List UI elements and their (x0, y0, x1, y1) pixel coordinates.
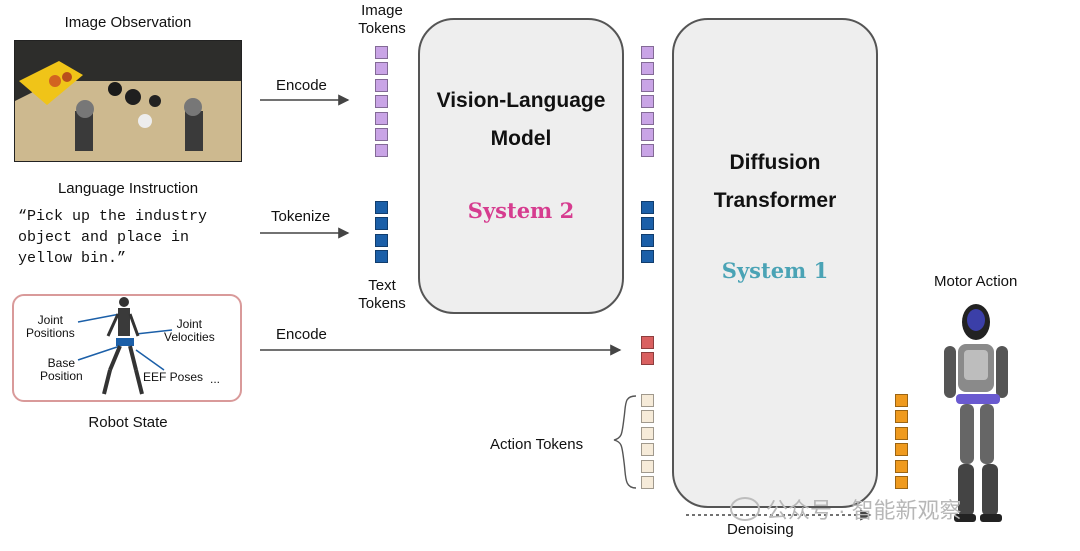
output-action-token (895, 394, 908, 407)
vlm-image-token-out (641, 95, 654, 109)
watermark: 公众号 · 智能新观察 (730, 493, 962, 525)
output-action-token (895, 443, 908, 457)
joint-positions-label: Joint Positions (26, 313, 75, 340)
joint-velocities-label: Joint Velocities (164, 317, 215, 344)
denoising-label: Denoising (727, 521, 794, 538)
diffusion-transformer-box: Diffusion Transformer System 1 (672, 18, 878, 508)
vlm-text-token-out (641, 233, 654, 247)
image-token (375, 62, 388, 76)
noisy-action-token (641, 410, 654, 424)
image-token (375, 111, 388, 125)
image-token (375, 144, 388, 158)
noisy-action-token (641, 443, 654, 457)
encode-image-label: Encode (276, 77, 327, 94)
action-tokens-label: Action Tokens (490, 436, 584, 453)
encode-state-label: Encode (276, 326, 327, 343)
base-position-label: Base Position (40, 356, 83, 383)
watermark-text: 公众号 · 智能新观察 (766, 498, 962, 523)
vision-language-model-box: Vision-Language Model System 2 (418, 18, 624, 314)
vlm-image-token-out (641, 144, 654, 158)
robot-state-ellipsis: ... (210, 372, 221, 386)
noisy-action-token (641, 476, 654, 489)
vlm-text-token-out (641, 250, 654, 264)
output-action-token (895, 426, 908, 440)
image-observation-photo (14, 40, 242, 162)
vlm-image-token-out (641, 62, 654, 76)
text-token (375, 250, 388, 264)
system-2-label: System 2 (467, 198, 575, 223)
language-instruction-title: Language Instruction (57, 180, 199, 197)
action-tokens-brace (613, 395, 637, 489)
vlm-text-token-out (641, 201, 654, 214)
humanoid-robot-image (944, 304, 1008, 522)
robot-state-title: Robot State (88, 414, 168, 431)
text-token (375, 233, 388, 247)
text-tokens-label: Text Tokens (358, 277, 406, 312)
image-token (375, 128, 388, 141)
tokenize-label: Tokenize (271, 208, 331, 225)
motor-action-label: Motor Action (934, 273, 1018, 290)
image-token (375, 46, 388, 59)
dit-title: Diffusion Transformer (713, 151, 837, 212)
text-token (375, 201, 388, 214)
image-token (375, 95, 388, 109)
vlm-text-token-out (641, 217, 654, 231)
robot-state-skeleton (77, 297, 173, 395)
output-action-token (895, 476, 908, 489)
instruction-text: “Pick up the industry object and place i… (18, 208, 208, 267)
system-1-label: System 1 (721, 258, 829, 283)
state-token (641, 352, 654, 366)
text-token (375, 217, 388, 231)
image-token (375, 78, 388, 92)
output-action-token (895, 410, 908, 424)
eef-poses-label: EEF Poses (143, 370, 204, 384)
image-tokens-label: Image Tokens (358, 2, 406, 37)
noisy-action-token (641, 394, 654, 407)
vlm-title: Vision-Language Model (436, 89, 606, 150)
vlm-image-token-out (641, 46, 654, 59)
output-action-token (895, 459, 908, 473)
vlm-image-token-out (641, 128, 654, 141)
state-token (641, 336, 654, 349)
vlm-image-token-out (641, 111, 654, 125)
noisy-action-token (641, 426, 654, 440)
wechat-icon (730, 497, 760, 521)
vlm-image-token-out (641, 78, 654, 92)
noisy-action-token (641, 459, 654, 473)
image-observation-title: Image Observation (64, 14, 192, 31)
